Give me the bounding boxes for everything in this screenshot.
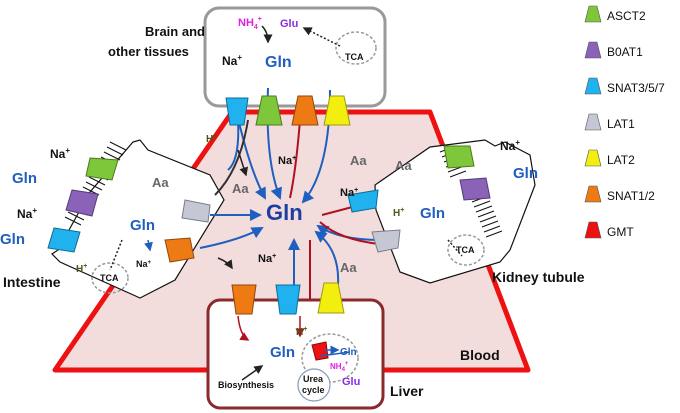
transporter-lat2-liver [317,282,345,314]
tca-mitochondrion-intestine: TCA [91,262,129,294]
transporter-snat12-intestine [164,237,195,263]
transporter-snat-kidney [347,189,379,213]
liver-gln: Gln [270,344,295,361]
intestine-aa: Aa [152,175,169,190]
kidney-na: Na+ [500,138,520,153]
transporter-asct2-brain [255,95,283,126]
urea-cycle: Urea cycle [297,368,331,402]
intestine-na-out: Na+ [136,259,152,269]
brain-gln: Gln [265,54,292,71]
liver-cell [206,298,385,410]
tca-mitochondrion-brain: TCA [335,31,377,65]
kidney-gln-out: Gln [513,165,538,182]
liver-h: H+ [296,326,307,338]
brain-cell [203,6,387,108]
kidney-na-blood: Na+ [340,187,358,199]
legend-item: SNAT3/5/7 [584,77,665,95]
brain-nh4: NH4+ [238,16,262,31]
brain-title-line2: other tissues [108,44,189,59]
svg-text:TCA: TCA [456,245,475,255]
intestine-title: Intestine [3,274,61,290]
intestine-gln-inside: Gln [130,217,155,234]
transporter-snat-brain [225,97,249,126]
brain-h: H+ [206,133,217,145]
brain-title-line1: Brain and [145,24,205,39]
legend-item: B0AT1 [584,41,643,59]
transporter-snat-liver [275,284,301,315]
intestine-h: H+ [76,263,87,275]
tca-mitochondrion-kidney: TCA [447,234,485,266]
local-arrows [109,25,463,381]
liver-nh4: NH4+ [330,361,349,373]
liver-biosynthesis: Biosynthesis [218,380,274,390]
liver-title: Liver [390,383,424,399]
legend-label: GMT [607,225,634,239]
legend-label: B0AT1 [607,45,643,59]
kidney-aa-blood: Aa [340,260,357,275]
liver-glu: Glu [342,376,360,388]
transporter-snat-intestine [47,227,81,253]
liver-gln-mito: Gln [340,347,357,358]
blood-aa-left: Aa [232,181,249,196]
brain-glu: Glu [280,18,298,30]
legend-swatch [584,221,602,239]
kidney-aa-inside: Aa [395,158,412,173]
legend-item: SNAT1/2 [584,185,655,203]
transporter-lat1-intestine [181,199,211,223]
legend-swatch [584,77,602,95]
legend-label: SNAT1/2 [607,189,655,203]
transporter-asct2-intestine [85,157,119,181]
transporter-snat12-liver [231,284,257,315]
legend-item: ASCT2 [584,5,646,23]
blood-aa-right-top: Aa [350,153,367,168]
transporter-lat2-brain [323,95,351,126]
transporter-lat1-kidney [371,229,401,253]
svg-text:TCA: TCA [100,273,119,283]
legend-label: ASCT2 [607,9,646,23]
legend-item: LAT2 [584,149,635,167]
svg-text:Urea: Urea [303,374,324,384]
transporter-b0at1-kidney [459,177,491,201]
kidney-gln-inside: Gln [420,205,445,222]
brain-na: Na+ [222,53,242,68]
transporter-snat12-brain [291,95,319,126]
svg-text:TCA: TCA [345,52,364,62]
intestine-gln1: Gln [12,170,37,187]
legend-label: SNAT3/5/7 [607,81,665,95]
transporter-b0at1-intestine [65,189,99,217]
legend-item: LAT1 [584,113,635,131]
svg-text:cycle: cycle [302,385,325,395]
transporter-asct2-kidney [443,145,475,169]
intestine-na2: Na+ [17,206,37,221]
brain-na-below: Na+ [278,155,296,167]
kidney-cell [374,139,536,284]
legend-swatch [584,5,602,23]
legend-swatch [584,185,602,203]
legend-swatch [584,149,602,167]
blood-title: Blood [460,347,500,363]
legend-label: LAT1 [607,117,635,131]
legend-swatch [584,41,602,59]
kidney-h: H+ [393,207,404,219]
blood-gln-center: Gln [266,200,303,225]
intestine-gln2: Gln [0,231,25,248]
legend-item: GMT [584,221,634,239]
blood-na-bottom: Na+ [258,253,276,265]
legend-swatch [584,113,602,131]
legend-label: LAT2 [607,153,635,167]
intestine-na1: Na+ [50,146,70,161]
kidney-title: Kidney tubule [492,269,585,285]
